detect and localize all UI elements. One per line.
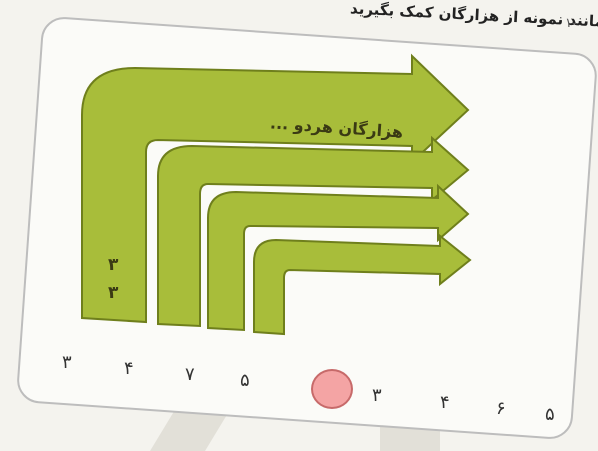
arrow-2 [157, 135, 470, 328]
arrow-outer [81, 53, 470, 324]
digit: ۵ [545, 404, 555, 425]
digit: ۴ [440, 392, 450, 413]
digit: ۷ [185, 364, 195, 385]
digit: ۴ [124, 358, 134, 379]
question-number: ۱- [565, 16, 577, 31]
arrow-4 [253, 233, 472, 336]
digit: ۵ [240, 370, 250, 391]
digit: ۳ [62, 352, 72, 373]
answer-circle[interactable] [311, 369, 353, 409]
nested-arrows [81, 53, 472, 336]
digit: ۳ [372, 385, 382, 406]
stack-digit: ۳ [108, 283, 119, 303]
stack-digit: ۳ [108, 255, 119, 275]
arrow-3 [207, 183, 470, 332]
digit: ۶ [496, 398, 506, 419]
